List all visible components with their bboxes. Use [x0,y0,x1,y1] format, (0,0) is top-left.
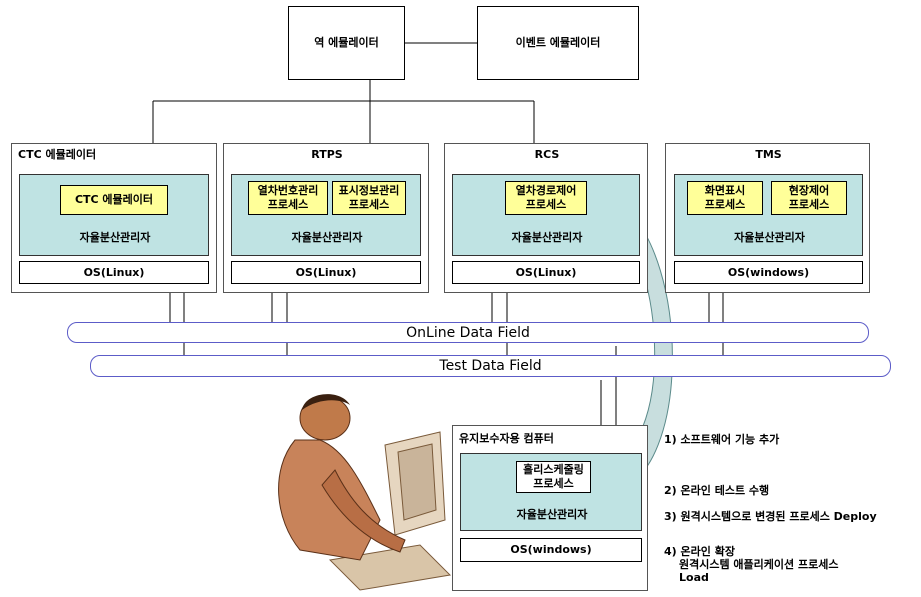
manager-label: 자율분산관리자 [516,508,588,521]
os-box: OS(Linux) [452,261,640,284]
node-rtps: RTPS 열차번호관리 프로세스 표시정보관리 프로세스 자율분산관리자 OS(… [223,143,429,293]
process-label: 현장제어 프로세스 [788,184,830,211]
os-box: OS(windows) [460,538,642,562]
step-1: 1) 소프트웨어 기능 추가 [664,433,780,446]
event-emulator-label: 이벤트 에뮬레이터 [515,36,601,49]
manager-box: 열차번호관리 프로세스 표시정보관리 프로세스 자율분산관리자 [231,174,421,256]
step-3: 3) 원격시스템으로 변경된 프로세스 Deploy [664,510,877,523]
process-box: 표시정보관리 프로세스 [332,181,406,215]
process-label: CTC 에뮬레이터 [74,193,154,206]
maintenance-title: 유지보수자용 컴퓨터 [459,432,554,445]
os-label: OS(windows) [510,543,592,556]
station-emulator-label: 역 에뮬레이터 [314,36,379,49]
manager-box: 홀리스케줄링 프로세스 자율분산관리자 [460,453,642,531]
node-title: RCS [534,148,560,161]
process-label: 홀리스케줄링 프로세스 [523,463,584,490]
process-box: CTC 에뮬레이터 [60,185,168,215]
manager-box: 열차경로제어 프로세스 자율분산관리자 [452,174,640,256]
process-box: 현장제어 프로세스 [771,181,847,215]
manager-label: 자율분산관리자 [734,231,805,244]
manager-box: 화면표시 프로세스 현장제어 프로세스 자율분산관리자 [674,174,863,256]
os-label: OS(Linux) [83,265,145,279]
process-box: 열차경로제어 프로세스 [505,181,587,215]
online-data-field-label: OnLine Data Field [406,324,530,341]
os-label: OS(Linux) [295,265,357,279]
event-emulator-box: 이벤트 에뮬레이터 [477,6,639,80]
process-box: 화면표시 프로세스 [687,181,763,215]
manager-label: 자율분산관리자 [79,231,151,244]
process-box: 홀리스케줄링 프로세스 [516,461,591,493]
manager-box: CTC 에뮬레이터 자율분산관리자 [19,174,209,256]
manager-label: 자율분산관리자 [291,231,363,244]
maintenance-computer: 유지보수자용 컴퓨터 홀리스케줄링 프로세스 자율분산관리자 OS(window… [452,425,648,591]
process-box: 열차번호관리 프로세스 [248,181,328,215]
step-4-detail: 원격시스템 애플리케이션 프로세스 [679,558,839,571]
node-rcs: RCS 열차경로제어 프로세스 자율분산관리자 OS(Linux) [444,143,648,293]
node-title: CTC 에뮬레이터 [18,148,97,161]
process-label: 열차경로제어 프로세스 [515,184,577,211]
online-data-field: OnLine Data Field [67,322,869,343]
node-title: RTPS [311,148,343,161]
test-data-field: Test Data Field [90,355,891,377]
node-title: TMS [755,148,782,161]
person-icon [278,394,452,591]
step-4: 4) 온라인 확장 [664,545,735,558]
os-box: OS(Linux) [231,261,421,284]
os-label: OS(windows) [727,265,810,279]
process-label: 표시정보관리 프로세스 [338,184,400,211]
step-4-load: Load [679,571,709,584]
process-label: 열차번호관리 프로세스 [257,184,319,211]
os-label: OS(Linux) [515,265,577,279]
test-data-field-label: Test Data Field [439,358,542,374]
node-ctc: CTC 에뮬레이터 CTC 에뮬레이터 자율분산관리자 OS(Linux) [11,143,217,293]
os-box: OS(windows) [674,261,863,284]
step-2: 2) 온라인 테스트 수행 [664,484,770,497]
node-tms: TMS 화면표시 프로세스 현장제어 프로세스 자율분산관리자 OS(windo… [665,143,870,293]
os-box: OS(Linux) [19,261,209,284]
station-emulator-box: 역 에뮬레이터 [288,6,405,80]
manager-label: 자율분산관리자 [511,231,583,244]
process-label: 화면표시 프로세스 [704,184,746,211]
